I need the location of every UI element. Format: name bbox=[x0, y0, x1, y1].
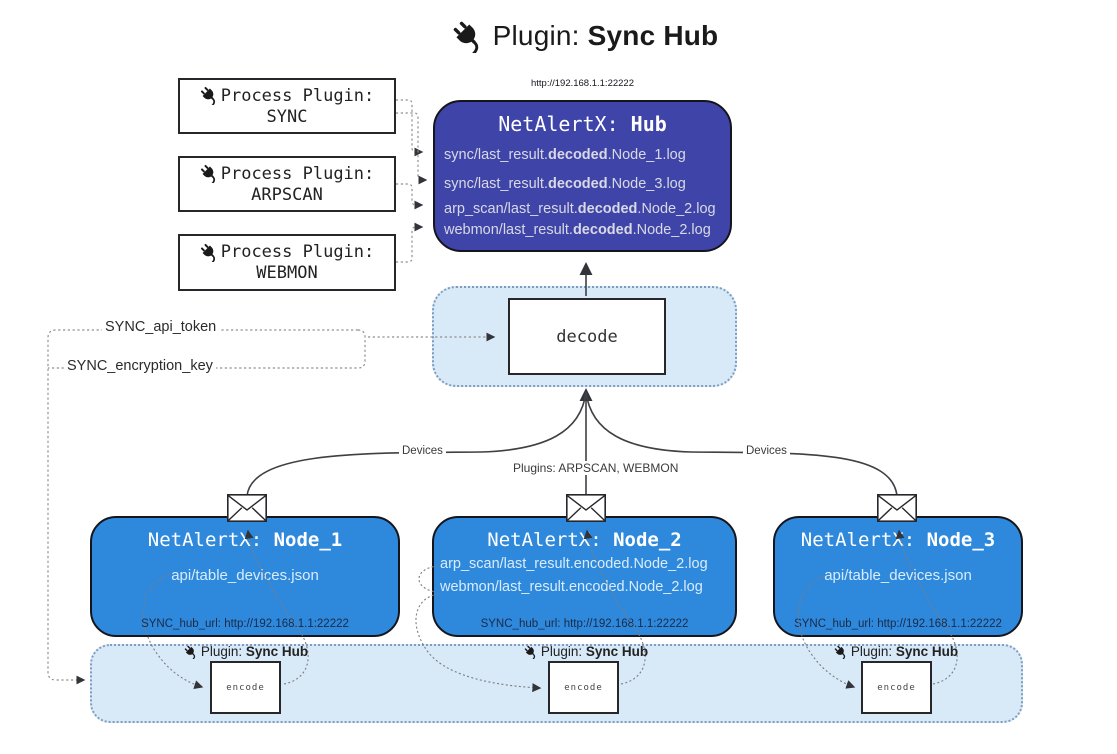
hub-url-label: http://192.168.1.1:22222 bbox=[530, 78, 634, 89]
edge-node1-branch bbox=[246, 391, 587, 497]
setting-api-token-label: SYNC_api_token bbox=[102, 319, 220, 335]
node-file-line: webmon/last_result.encoded.Node_2.log bbox=[440, 579, 703, 595]
node-file-line: api/table_devices.json bbox=[171, 567, 319, 584]
plug-icon bbox=[200, 243, 219, 262]
decode-box: decode bbox=[508, 298, 666, 375]
encoder-badge: Plugin: Sync Hub bbox=[796, 644, 996, 659]
plug-icon bbox=[184, 645, 198, 659]
encoder-badge: Plugin: Sync Hub bbox=[486, 644, 686, 659]
hub-log-line: webmon/last_result.decoded.Node_2.log bbox=[444, 222, 711, 238]
node-box-node2: NetAlertX: Node_2 arp_scan/last_result.e… bbox=[432, 516, 737, 637]
encode-label: encode bbox=[564, 682, 603, 693]
encode-label: encode bbox=[226, 682, 265, 693]
hub-title-name: Hub bbox=[630, 112, 667, 136]
process-plugin-box-sync: Process Plugin: SYNC bbox=[178, 78, 396, 134]
encode-label: encode bbox=[877, 682, 916, 693]
node-file-line: arp_scan/last_result.encoded.Node_2.log bbox=[440, 556, 708, 572]
node-box-node3: NetAlertX: Node_3 api/table_devices.json… bbox=[773, 516, 1023, 637]
decode-label: decode bbox=[556, 326, 618, 347]
node-file-line: api/table_devices.json bbox=[824, 567, 972, 584]
page-title-text: Plugin: Sync Hub bbox=[492, 20, 719, 51]
encode-box: encode bbox=[210, 661, 281, 714]
encoder-badge: Plugin: Sync Hub bbox=[146, 644, 346, 659]
hub-box: NetAlertX: Hub sync/last_result.decoded.… bbox=[433, 100, 732, 252]
process-plugin-label: Process Plugin: bbox=[220, 242, 375, 262]
process-plugin-label: Process Plugin: bbox=[220, 163, 375, 184]
node-hub-url: SYNC_hub_url: http://192.168.1.1:22222 bbox=[141, 618, 349, 630]
plug-icon bbox=[834, 645, 848, 659]
node-hub-url: SYNC_hub_url: http://192.168.1.1:22222 bbox=[480, 618, 689, 630]
page-title: Plugin: Sync Hub bbox=[370, 14, 800, 58]
node-box-node1: NetAlertX: Node_1 api/table_devices.json… bbox=[90, 516, 400, 637]
process-plugin-box-arpscan: Process Plugin: ARPSCAN bbox=[178, 156, 396, 212]
edge-node3-branch bbox=[585, 391, 898, 497]
plug-icon bbox=[524, 645, 538, 659]
process-plugin-name: WEBMON bbox=[256, 263, 318, 283]
process-plugin-name: ARPSCAN bbox=[251, 184, 323, 205]
process-plugin-box-webmon: Process Plugin: WEBMON bbox=[178, 234, 396, 291]
node-hub-url: SYNC_hub_url: http://192.168.1.1:22222 bbox=[794, 618, 1002, 630]
node-title: NetAlertX: Node_1 bbox=[147, 529, 343, 551]
node-title: NetAlertX: Node_3 bbox=[800, 529, 996, 551]
process-plugin-name: SYNC bbox=[266, 106, 308, 127]
node-title: NetAlertX: Node_2 bbox=[487, 529, 682, 551]
edge-sync-to-log1 bbox=[396, 99, 424, 157]
plug-icon bbox=[200, 86, 219, 105]
edge-arpscan-to-log3 bbox=[396, 183, 424, 210]
hub-log-line: sync/last_result.decoded.Node_3.log bbox=[444, 176, 686, 192]
edge-label-devices-left: Devices bbox=[399, 445, 446, 457]
edge-sync-to-log2 bbox=[396, 112, 428, 185]
process-plugin-label: Process Plugin: bbox=[220, 85, 375, 106]
encode-box: encode bbox=[861, 661, 932, 714]
encode-box: encode bbox=[548, 661, 619, 714]
plug-icon bbox=[452, 20, 485, 53]
setting-encryption-key-label: SYNC_encryption_key bbox=[64, 358, 216, 374]
hub-title-prefix: NetAlertX: bbox=[498, 112, 631, 136]
edge-webmon-to-log4 bbox=[396, 222, 424, 263]
hub-log-line: sync/last_result.decoded.Node_1.log bbox=[444, 147, 686, 163]
hub-title: NetAlertX: Hub bbox=[435, 112, 730, 136]
hub-log-line: arp_scan/last_result.decoded.Node_2.log bbox=[444, 201, 716, 217]
plug-icon bbox=[200, 164, 219, 183]
edge-label-plugins: Plugins: ARPSCAN, WEBMON bbox=[510, 461, 682, 475]
edge-label-devices-right: Devices bbox=[743, 445, 790, 457]
